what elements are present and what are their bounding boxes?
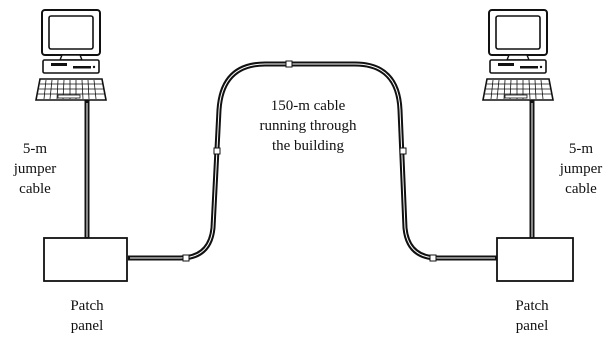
left-jumper-label-line-2: jumper <box>13 161 57 177</box>
right-patch-panel <box>496 237 574 282</box>
left-jumper-label-line-3: cable <box>19 181 51 197</box>
backbone-label-line-1: 150-m cable <box>270 98 346 114</box>
right-jumper-label-line-3: cable <box>565 181 597 197</box>
backbone-label-line-3: the building <box>271 138 345 154</box>
left-jumper-label-line-1: 5-m <box>22 141 48 157</box>
right-panel-label-line-2: panel <box>515 318 549 334</box>
left-computer-icon <box>35 9 107 101</box>
left-panel-label-line-1: Patch <box>70 298 104 314</box>
backbone-cable-label: 150-m cable running through the building <box>226 96 390 156</box>
right-patch-panel-label: Patch panel <box>487 296 577 336</box>
left-panel-label-line-2: panel <box>70 318 104 334</box>
left-jumper-cable-label: 5-m jumper cable <box>2 139 68 199</box>
right-panel-label-line-1: Patch <box>515 298 549 314</box>
left-patch-panel <box>43 237 128 282</box>
right-computer-icon <box>482 9 554 101</box>
right-jumper-label-line-1: 5-m <box>568 141 594 157</box>
backbone-cable <box>128 60 497 262</box>
right-jumper-cable-label: 5-m jumper cable <box>548 139 614 199</box>
backbone-label-line-2: running through <box>259 118 357 134</box>
left-patch-panel-label: Patch panel <box>42 296 132 336</box>
right-jumper-label-line-2: jumper <box>559 161 603 177</box>
